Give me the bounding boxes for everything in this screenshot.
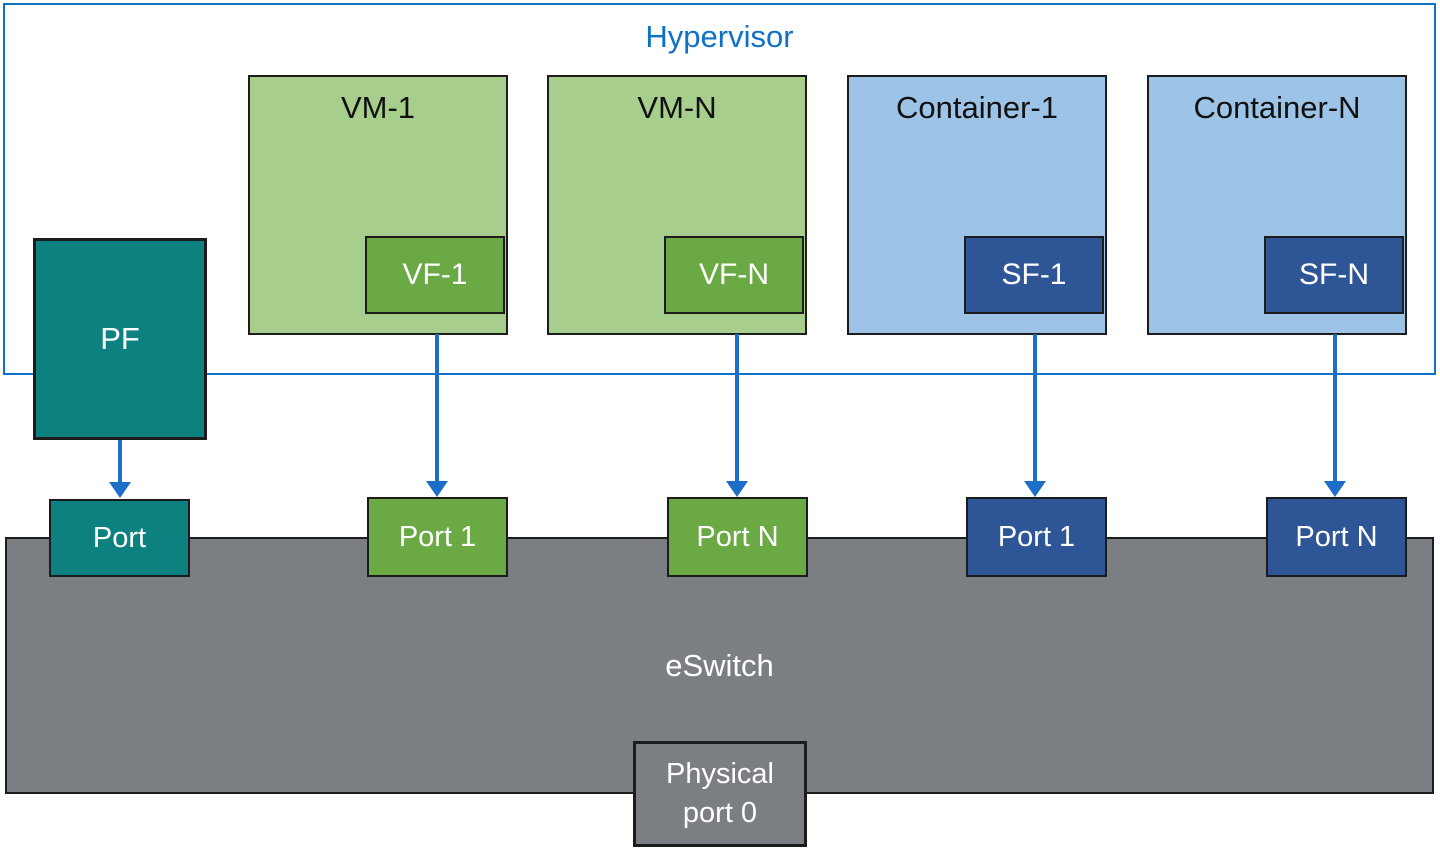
arrow-down-icon <box>109 482 131 498</box>
vm-n-label: VM-N <box>637 90 717 125</box>
arrow-down-icon <box>1024 481 1046 497</box>
vm-n-box: VM-N VF-N <box>547 75 807 335</box>
physical-port-label-line2: port 0 <box>682 797 758 829</box>
arrow-shaft <box>735 334 739 482</box>
port-pf: Port <box>49 499 190 577</box>
physical-port-0-box: Physical port 0 <box>633 741 807 847</box>
arrow-down-icon <box>1324 481 1346 497</box>
vm-1-label: VM-1 <box>340 90 416 125</box>
container-n-label: Container-N <box>1193 90 1361 125</box>
sf-n-box: SF-N <box>1264 236 1404 314</box>
vf-1-box: VF-1 <box>365 236 505 314</box>
vf-n-box: VF-N <box>664 236 804 314</box>
vm-1-box: VM-1 VF-1 <box>248 75 508 335</box>
pf-box: PF <box>33 238 207 440</box>
port-1-sf: Port 1 <box>966 497 1107 577</box>
arrow-shaft <box>1333 334 1337 482</box>
arrow-shaft <box>1033 334 1037 482</box>
sf-1-box: SF-1 <box>964 236 1104 314</box>
port-n-vf: Port N <box>667 497 808 577</box>
port-n-sf: Port N <box>1266 497 1407 577</box>
container-1-label: Container-1 <box>896 90 1058 125</box>
port-1-vf: Port 1 <box>367 497 508 577</box>
arrow-down-icon <box>426 481 448 497</box>
hypervisor-label: Hypervisor <box>645 19 794 54</box>
arrow-shaft <box>118 440 122 483</box>
container-n-box: Container-N SF-N <box>1147 75 1407 335</box>
physical-port-label-line1: Physical <box>666 757 774 790</box>
arrow-shaft <box>435 334 439 482</box>
container-1-box: Container-1 SF-1 <box>847 75 1107 335</box>
arrow-down-icon <box>726 481 748 497</box>
